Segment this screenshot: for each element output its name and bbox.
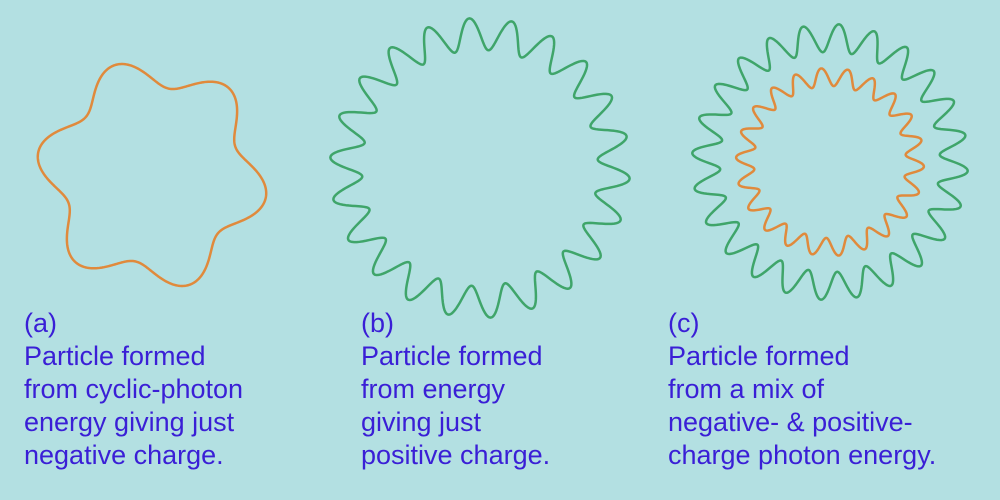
- caption-a: (a) Particle formed from cyclic-photon e…: [24, 307, 243, 472]
- caption-b-line-4: positive charge.: [361, 440, 551, 470]
- particle-c-negative-wave: [734, 67, 926, 257]
- particle-c-positive-wave: [691, 23, 969, 301]
- caption-a-line-2: from cyclic-photon: [24, 374, 244, 404]
- caption-b-line-1: Particle formed: [361, 341, 543, 371]
- caption-b-line-2: from energy: [361, 374, 506, 404]
- caption-b: (b) Particle formed from energy giving j…: [361, 307, 550, 472]
- particle-b-positive-wave: [329, 17, 631, 319]
- caption-c-line-3: negative- & positive-: [668, 407, 913, 437]
- caption-b-label: (b): [361, 308, 394, 338]
- caption-c-label: (c): [668, 308, 700, 338]
- caption-c-line-4: charge photon energy.: [668, 440, 937, 470]
- caption-a-line-3: energy giving just: [24, 407, 235, 437]
- caption-c-line-1: Particle formed: [668, 341, 850, 371]
- particle-a-negative-wave: [36, 62, 268, 288]
- caption-a-line-4: negative charge.: [24, 440, 224, 470]
- caption-c: (c) Particle formed from a mix of negati…: [668, 307, 936, 472]
- caption-b-line-3: giving just: [361, 407, 482, 437]
- caption-c-line-2: from a mix of: [668, 374, 825, 404]
- caption-a-label: (a): [24, 308, 57, 338]
- caption-a-line-1: Particle formed: [24, 341, 206, 371]
